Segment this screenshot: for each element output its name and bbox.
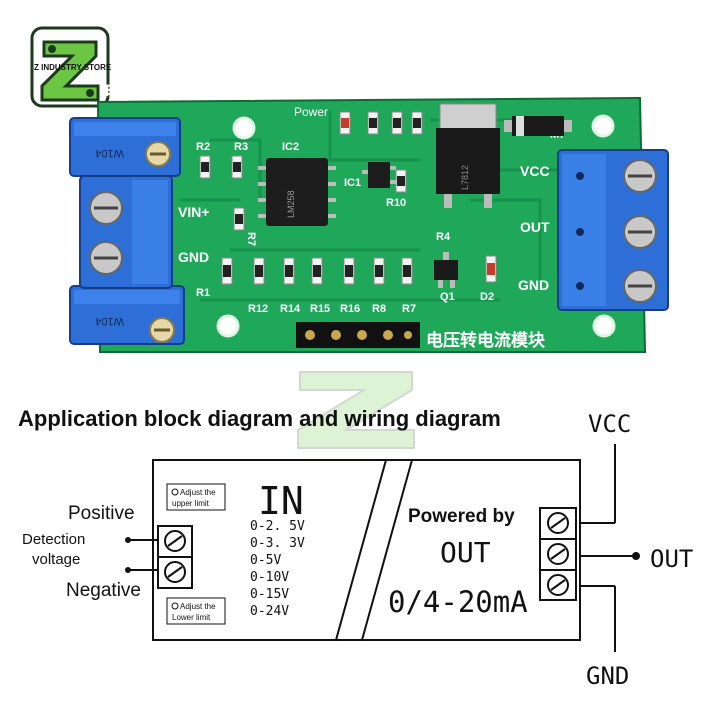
logo-z-icon	[40, 40, 100, 102]
regulator-marking: L7812	[460, 165, 470, 190]
pot-bottom-marking: W104	[95, 315, 124, 327]
gnd-label: GND	[586, 662, 629, 690]
silk-power: Power	[294, 105, 328, 119]
pin-header	[296, 322, 420, 348]
silk-out: OUT	[520, 219, 550, 235]
silk-vin: VIN+	[178, 204, 210, 220]
label-r8: R8	[372, 303, 386, 315]
label-ic1: IC1	[344, 177, 361, 189]
positive-label: Positive	[68, 503, 135, 524]
input-range-item: 0-10V	[250, 570, 289, 585]
mount-hole	[592, 314, 616, 338]
pot-icon	[171, 602, 179, 610]
mount-hole	[232, 116, 256, 140]
smd-resistors-bottom	[221, 255, 497, 285]
diagram-input-terminals	[125, 525, 193, 589]
pot-icon	[171, 488, 179, 496]
store-logo: Z INDUSTRY STORE	[30, 26, 112, 108]
out-range: 0/4-20mA	[388, 585, 528, 619]
label-r2: R2	[196, 141, 210, 153]
adjust-upper-line2: upper limit	[172, 499, 210, 508]
ic1-chip	[362, 162, 396, 188]
input-range-item: 0-15V	[250, 587, 289, 602]
detection-label-1: Detection	[22, 531, 85, 548]
input-range-item: 0-24V	[250, 604, 289, 619]
pcb-board: 电流上限 Power 电压转电流模块 VIN+ GND VCC OUT GND …	[69, 80, 669, 353]
ic2-marking: LM258	[286, 190, 296, 218]
transistor-q1	[434, 252, 458, 288]
silk-gnd-right: GND	[518, 277, 549, 293]
label-r12: R12	[248, 303, 268, 315]
adjust-lower-line1: Adjust the	[180, 602, 216, 611]
potentiometer-lower-limit: W104	[69, 285, 185, 345]
label-d2: D2	[480, 291, 494, 303]
pot-top-marking: W104	[95, 147, 124, 159]
input-terminal-block	[79, 175, 173, 289]
silk-current-upper: 电流上限	[104, 80, 180, 103]
label-r16: R16	[340, 303, 360, 315]
input-range-item: 0-3. 3V	[250, 536, 305, 551]
input-range-list: 0-2. 5V 0-3. 3V 0-5V 0-10V 0-15V 0-24V	[250, 519, 305, 619]
voltage-regulator: L7812	[436, 103, 500, 208]
mount-hole	[591, 114, 615, 138]
vcc-label: VCC	[588, 410, 631, 438]
adjust-lower-box: Adjust the Lower limit	[166, 597, 226, 625]
adjust-upper-line1: Adjust the	[180, 488, 216, 497]
out-label: OUT	[650, 545, 693, 573]
diagram-output-terminals	[539, 507, 577, 601]
label-ic2: IC2	[282, 141, 299, 153]
adjust-upper-box: Adjust the upper limit	[166, 483, 226, 511]
label-r1: R1	[196, 287, 210, 299]
diagram-title: Application block diagram and wiring dia…	[18, 406, 501, 431]
label-r4: R4	[436, 231, 451, 243]
negative-label: Negative	[66, 580, 141, 601]
store-name: Z INDUSTRY STORE	[34, 63, 112, 72]
silk-gnd-left: GND	[178, 249, 209, 265]
silk-module-name: 电压转电流模块	[426, 330, 546, 350]
label-r10: R10	[386, 197, 406, 209]
label-r7: R7	[245, 232, 257, 246]
out-title: OUT	[440, 536, 491, 569]
input-range-item: 0-2. 5V	[250, 519, 305, 534]
label-r3: R3	[234, 141, 248, 153]
label-r7b: R7	[402, 303, 416, 315]
adjust-lower-line2: Lower limit	[172, 613, 211, 622]
label-r14: R14	[280, 303, 301, 315]
in-title: IN	[258, 479, 304, 523]
diode-m7	[504, 116, 572, 136]
watermark-logo	[297, 371, 415, 449]
mount-hole	[216, 314, 240, 338]
input-range-item: 0-5V	[250, 553, 281, 568]
potentiometer-upper-limit: W104	[69, 117, 181, 177]
label-r15: R15	[310, 303, 330, 315]
output-terminal-block	[557, 149, 669, 311]
powered-by-label: Powered by	[408, 506, 515, 527]
silk-vcc: VCC	[520, 163, 550, 179]
out-node	[632, 552, 640, 560]
label-q1: Q1	[440, 291, 455, 303]
detection-label-2: voltage	[32, 551, 80, 568]
wiring-diagram: Application block diagram and wiring dia…	[18, 406, 693, 690]
smd-resistors-top	[199, 111, 423, 231]
ic2-chip: LM258	[258, 158, 336, 226]
